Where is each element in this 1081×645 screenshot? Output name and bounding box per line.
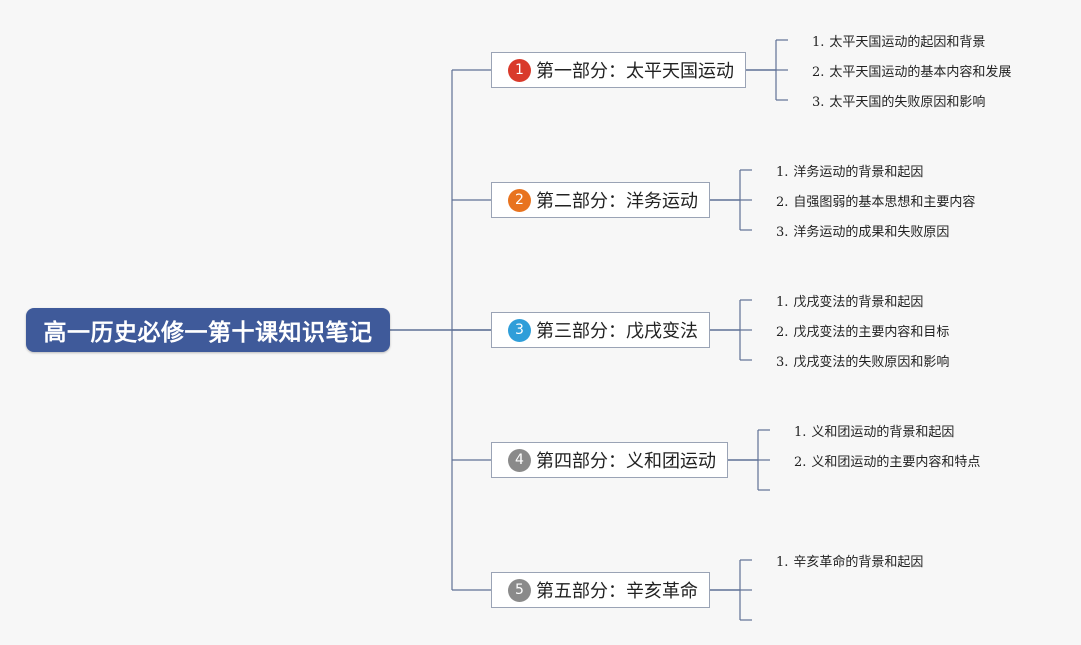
number-badge-icon: 3 [508,318,531,342]
subtopic-text: 戊戌变法的背景和起因 [793,295,924,310]
subtopic-text: 辛亥革命的背景和起因 [793,555,924,570]
subtopic-number: 1. [776,165,789,180]
number-badge-icon: 5 [508,578,531,602]
subtopic-item[interactable]: 3. 戊戌变法的失败原因和影响 [776,351,949,370]
subtopic-number: 2. [776,195,789,210]
subtopic-item[interactable]: 1. 戊戌变法的背景和起因 [776,291,923,310]
branch-label: 第五部分：辛亥革命 [536,581,698,602]
branch-label: 第二部分：洋务运动 [536,191,698,212]
subtopic-item[interactable]: 2. 太平天国运动的基本内容和发展 [812,61,1011,80]
subtopic-number: 2. [794,455,807,470]
subtopic-number: 1. [794,425,807,440]
subtopic-text: 洋务运动的成果和失败原因 [793,225,950,240]
subtopic-number: 1. [776,555,789,570]
subtopic-item[interactable]: 3. 太平天国的失败原因和影响 [812,91,985,110]
number-badge-icon: 2 [508,188,531,212]
subtopic-text: 洋务运动的背景和起因 [793,165,924,180]
subtopic-item[interactable]: 1. 辛亥革命的背景和起因 [776,551,923,570]
subtopic-text: 太平天国运动的起因和背景 [829,35,986,50]
branch-label: 第三部分：戊戌变法 [536,321,698,342]
subtopic-number: 2. [812,65,825,80]
subtopic-number: 3. [776,225,789,240]
subtopic-item[interactable]: 2. 义和团运动的主要内容和特点 [794,451,980,470]
subtopic-item[interactable]: 3. 洋务运动的成果和失败原因 [776,221,949,240]
subtopic-number: 3. [812,95,825,110]
number-badge-icon: 1 [508,58,531,82]
root-title: 高一历史必修一第十课知识笔记 [43,320,373,346]
subtopic-number: 2. [776,325,789,340]
subtopic-text: 义和团运动的主要内容和特点 [811,455,981,470]
subtopic-item[interactable]: 2. 自强图弱的基本思想和主要内容 [776,191,975,210]
subtopic-item[interactable]: 2. 戊戌变法的主要内容和目标 [776,321,949,340]
number-badge-icon: 4 [508,448,531,472]
branch-label: 第四部分：义和团运动 [536,451,716,472]
subtopic-item[interactable]: 1. 太平天国运动的起因和背景 [812,31,985,50]
subtopic-text: 义和团运动的背景和起因 [811,425,955,440]
root-topic[interactable]: 高一历史必修一第十课知识笔记 [26,308,390,352]
subtopic-number: 1. [812,35,825,50]
subtopic-text: 太平天国运动的基本内容和发展 [829,65,1012,80]
subtopic-text: 戊戌变法的主要内容和目标 [793,325,950,340]
subtopic-number: 3. [776,355,789,370]
subtopic-number: 1. [776,295,789,310]
branch-label: 第一部分：太平天国运动 [536,61,734,82]
subtopic-item[interactable]: 1. 义和团运动的背景和起因 [794,421,954,440]
subtopic-text: 戊戌变法的失败原因和影响 [793,355,950,370]
subtopic-item[interactable]: 1. 洋务运动的背景和起因 [776,161,923,180]
subtopic-text: 自强图弱的基本思想和主要内容 [793,195,976,210]
subtopic-text: 太平天国的失败原因和影响 [829,95,986,110]
